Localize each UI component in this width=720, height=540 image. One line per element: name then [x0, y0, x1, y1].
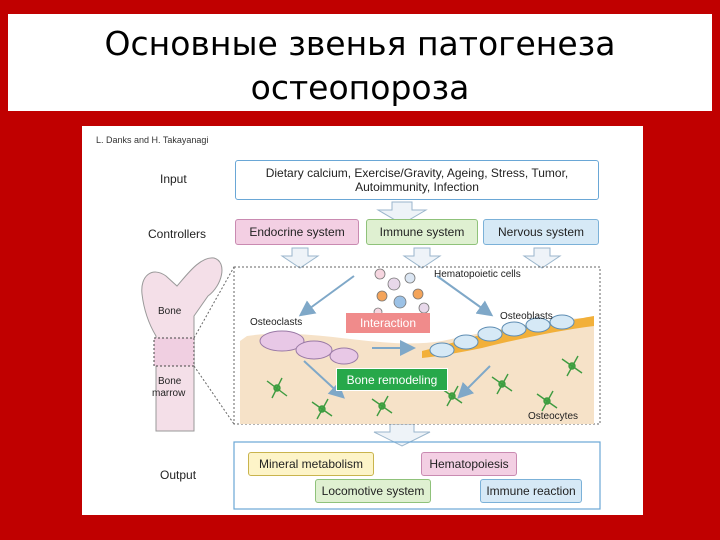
nervous-system-box: Nervous system [483, 219, 599, 245]
bone-label: Bone [158, 306, 182, 317]
row-label-input: Input [160, 172, 187, 186]
marrow-zoom-box [153, 337, 195, 367]
input-factors-box: Dietary calcium, Exercise/Gravity, Agein… [235, 160, 599, 200]
marrow-label-line-1: Bone [158, 376, 182, 387]
controller-arrows [280, 247, 562, 269]
arrow-to-osteoblasts [436, 275, 494, 317]
arrow-to-osteoclasts [298, 275, 355, 317]
arrow-osteoclast-remodel [303, 360, 345, 399]
locomotive-system-box: Locomotive system [315, 479, 431, 503]
arrow-osteoblast-remodel [457, 365, 491, 399]
slide-title: Основные звенья патогенеза остеопороза [8, 14, 712, 111]
hematopoietic-cells-label: Hematopoietic cells [434, 269, 521, 280]
figure-author: L. Danks and H. Takayanagi [96, 135, 209, 145]
row-label-controllers: Controllers [148, 227, 207, 241]
osteocyte-network [266, 355, 583, 420]
mineral-metabolism-box: Mineral metabolism [248, 452, 374, 476]
osteoblast-cells [429, 314, 575, 358]
input-arrow [376, 201, 428, 225]
input-factors-line-2: Autoimmunity, Infection [355, 180, 479, 194]
osteoclast-cells [259, 330, 359, 365]
slide-title-line-2: остеопороза [250, 68, 470, 107]
output-frame [233, 441, 601, 510]
input-factors-line-1: Dietary calcium, Exercise/Gravity, Agein… [265, 166, 569, 180]
osteocytes-label: Osteocytes [528, 411, 579, 422]
hematopoiesis-box: Hematopoiesis [421, 452, 517, 476]
immune-system-box: Immune system [366, 219, 478, 245]
bone-remodeling-box: Bone remodeling [336, 368, 448, 391]
hematopoietic-cells [373, 268, 430, 317]
row-label-output: Output [160, 468, 197, 482]
endocrine-system-box: Endocrine system [235, 219, 359, 245]
slide-title-line-1: Основные звенья патогенеза [104, 24, 616, 63]
pathogenesis-figure: L. Danks and H. Takayanagi Input Control… [82, 126, 643, 515]
interaction-box: Interaction [346, 313, 430, 333]
immune-reaction-box: Immune reaction [480, 479, 582, 503]
osteoblasts-label: Osteoblasts [500, 311, 553, 322]
marrow-label-line-2: marrow [152, 388, 186, 399]
output-arrow [373, 423, 431, 447]
osteoclasts-label: Osteoclasts [250, 317, 303, 328]
